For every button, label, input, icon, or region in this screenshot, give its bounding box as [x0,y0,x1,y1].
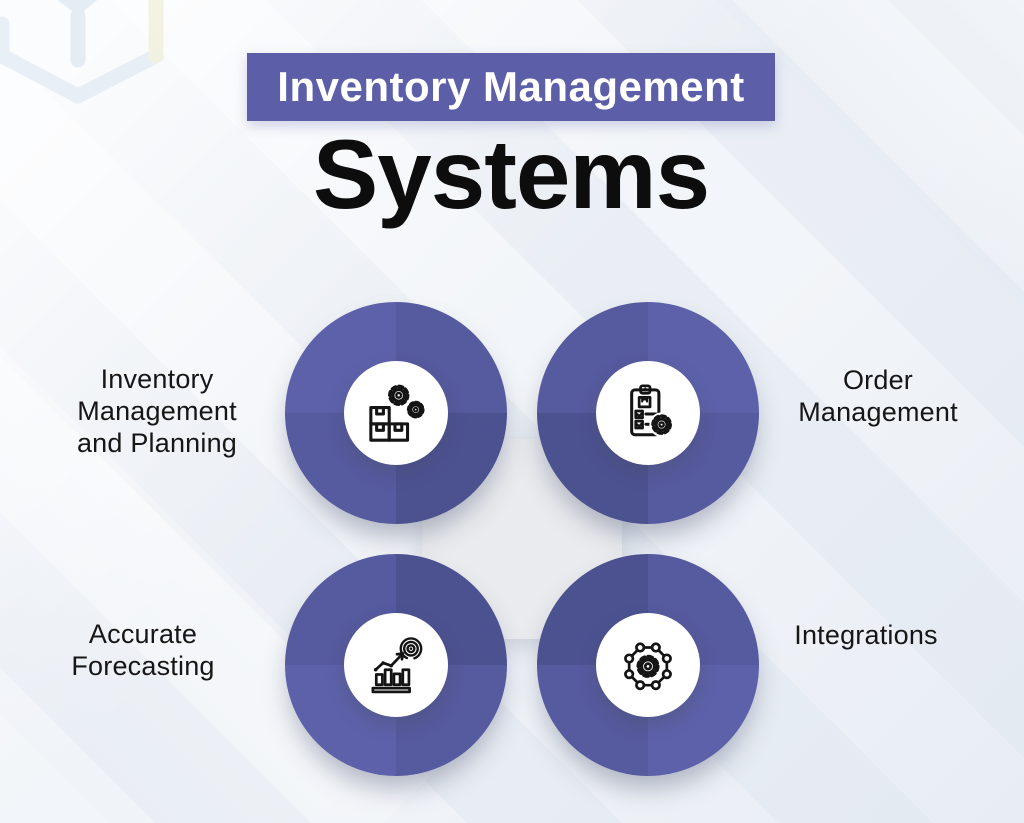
label-integrations: Integrations [794,620,938,650]
topic-circle-accurate-forecasting [285,554,507,776]
label-inventory-management-planning: Inventory Management and Planning [76,364,238,458]
icon-disc [596,361,700,465]
clipboard-checklist-gear-icon [614,379,682,447]
icon-disc [344,361,448,465]
boxes-gears-icon [362,379,430,447]
icon-disc [344,613,448,717]
title-banner-label: Inventory Management [277,63,745,110]
icon-disc [596,613,700,717]
page-title: Systems [312,119,710,230]
cube-logo-watermark-icon [0,0,164,104]
header: Inventory Management Systems [231,0,791,226]
topic-circle-inventory-management [285,302,507,524]
topic-circle-order-management [537,302,759,524]
topic-circle-integrations [537,554,759,776]
label-order-management: Order Management [798,365,958,427]
label-accurate-forecasting: Accurate Forecasting [71,619,215,681]
network-gear-icon [614,631,682,699]
title-banner: Inventory Management [247,53,775,122]
bar-chart-target-icon [362,631,430,699]
